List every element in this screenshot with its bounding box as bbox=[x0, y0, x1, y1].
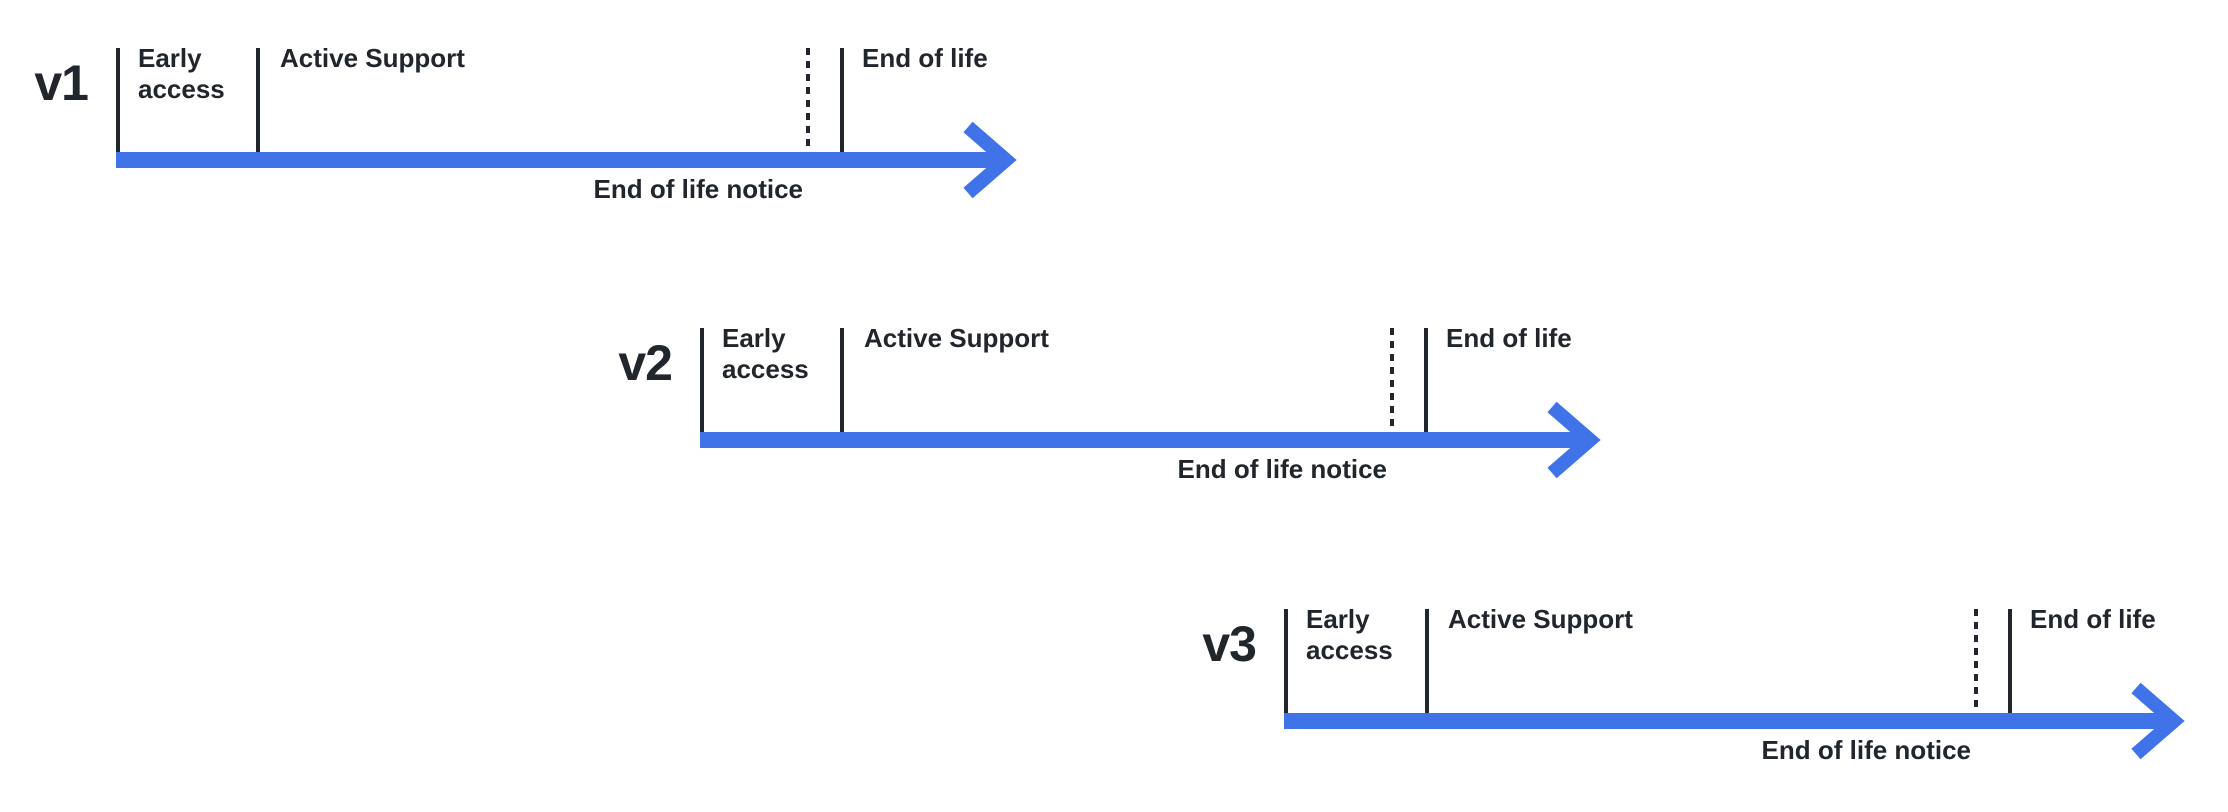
timeline-row-v1: v1 Early access Active Support End of li… bbox=[0, 43, 2228, 277]
phase-label-active-support: Active Support bbox=[864, 323, 1049, 353]
phase-label-active-support: Active Support bbox=[280, 43, 465, 73]
phase-label-early-access: Early access bbox=[138, 43, 225, 104]
timeline-arrowhead-icon bbox=[1547, 401, 1601, 479]
timeline-row-v2: v2 Early access Active Support End of li… bbox=[0, 323, 2228, 557]
phase-label-end-of-life-notice: End of life notice bbox=[1177, 454, 1387, 484]
timeline-graphic-v1 bbox=[116, 48, 1017, 199]
phase-label-active-support: Active Support bbox=[1448, 604, 1633, 634]
phase-label-early-access: Early access bbox=[722, 323, 809, 384]
phase-label-end-of-life-notice: End of life notice bbox=[1761, 735, 1971, 765]
phase-label-end-of-life: End of life bbox=[862, 43, 988, 73]
phase-label-end-of-life-notice: End of life notice bbox=[593, 174, 803, 204]
timeline-row-v3: v3 Early access Active Support End of li… bbox=[0, 604, 2228, 812]
version-label: v2 bbox=[618, 335, 673, 391]
timeline-arrowhead-icon bbox=[963, 121, 1017, 199]
timeline-graphic-v3 bbox=[1284, 609, 2185, 760]
timeline-arrowhead-icon bbox=[2131, 682, 2185, 760]
timeline-graphic-v2 bbox=[700, 328, 1601, 479]
version-label: v3 bbox=[1202, 616, 1257, 672]
phase-label-end-of-life: End of life bbox=[1446, 323, 1572, 353]
version-label: v1 bbox=[34, 55, 89, 111]
phase-label-end-of-life: End of life bbox=[2030, 604, 2156, 634]
phase-label-early-access: Early access bbox=[1306, 604, 1393, 665]
